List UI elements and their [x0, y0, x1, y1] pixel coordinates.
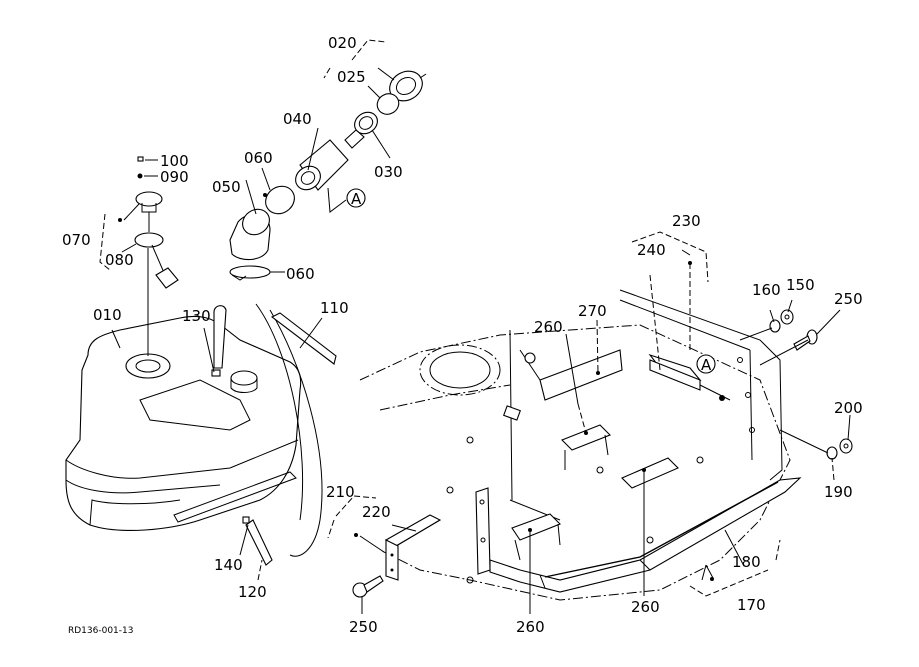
hose-clamp-060-upper: [263, 185, 295, 215]
reference-marker-a-lower: A: [696, 354, 716, 374]
label-240: 240: [637, 241, 666, 259]
bolt-250-upper: [793, 329, 818, 351]
side-rubber-220: [384, 514, 442, 581]
label-160: 160: [752, 281, 781, 299]
leader-lines: [111, 67, 851, 614]
washer-160: [769, 319, 781, 333]
rubber-pad-240: [648, 353, 731, 401]
washer-090: [137, 173, 143, 179]
label-200: 200: [834, 399, 863, 417]
label-130: 130: [182, 307, 211, 325]
rubber-pad-260-right: [621, 457, 679, 489]
label-120: 120: [238, 583, 267, 601]
strainer-030: [344, 111, 378, 149]
elbow-hose-050: [229, 208, 271, 261]
bolt-250-lower: [352, 575, 384, 598]
label-250-lower: 250: [349, 618, 378, 636]
filler-neck-on-tank: [230, 370, 258, 393]
rubber-pad-270: [519, 349, 623, 401]
label-230: 230: [672, 212, 701, 230]
label-270: 270: [578, 302, 607, 320]
screw-100: [137, 156, 144, 162]
label-020: 020: [328, 34, 357, 52]
label-170: 170: [737, 596, 766, 614]
label-260-bottom-right: 260: [631, 598, 660, 616]
label-260-upper: 260: [534, 318, 563, 336]
group-brackets: [99, 39, 781, 597]
part-labels: 020 025 030 040 050 060 060 070 080 090 …: [62, 34, 863, 636]
label-050: 050: [212, 178, 241, 196]
fuel-tank-010: [65, 303, 323, 557]
label-060-upper: 060: [244, 149, 273, 167]
label-070: 070: [62, 231, 91, 249]
marker-a-text: A: [351, 190, 362, 208]
gasket-080: [134, 232, 179, 289]
vertical-bracket: [475, 487, 491, 575]
label-100: 100: [160, 152, 189, 170]
label-110: 110: [320, 299, 349, 317]
rubber-strip-180: [544, 481, 779, 578]
filler-pipe-040: [295, 139, 349, 191]
label-210: 210: [326, 483, 355, 501]
label-190: 190: [824, 483, 853, 501]
nut-150: [780, 309, 794, 325]
label-080: 080: [105, 251, 134, 269]
bottom-bracket-170: [489, 477, 802, 593]
label-250-upper: 250: [834, 290, 863, 308]
label-140: 140: [214, 556, 243, 574]
bracket-panel: [619, 289, 783, 481]
washer-190: [826, 446, 838, 460]
drawing-code: RD136-001-13: [68, 626, 134, 636]
bolt-140: [242, 516, 250, 524]
rubber-pad-260-upper: [561, 424, 611, 470]
label-150: 150: [786, 276, 815, 294]
fuel-gauge-070: [135, 191, 163, 232]
label-025: 025: [337, 68, 366, 86]
label-030: 030: [374, 163, 403, 181]
label-090: 090: [160, 168, 189, 186]
marker-a-text: A: [701, 356, 712, 374]
label-plate-110: [270, 312, 337, 365]
reference-marker-a-upper: A: [327, 187, 366, 213]
pipe-130: [211, 305, 227, 377]
rubber-pad-260-lower: [511, 513, 561, 561]
label-060-lower: 060: [286, 265, 315, 283]
nut-200: [839, 438, 853, 454]
label-220: 220: [362, 503, 391, 521]
gasket-025: [376, 93, 400, 115]
drain-hose-120: [245, 519, 273, 566]
base-frame: [359, 324, 791, 601]
hose-clamp-060-lower: [229, 265, 271, 281]
label-010: 010: [93, 306, 122, 324]
label-040: 040: [283, 110, 312, 128]
label-260-bottom-left: 260: [516, 618, 545, 636]
label-180: 180: [732, 553, 761, 571]
